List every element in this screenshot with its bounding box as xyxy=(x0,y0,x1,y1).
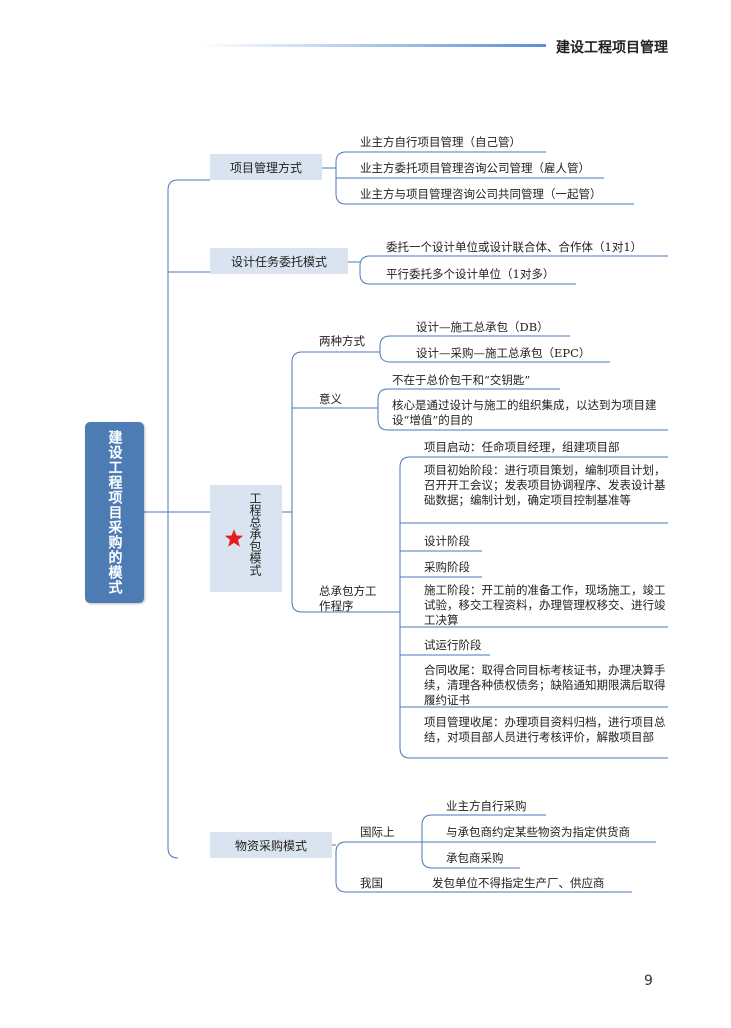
category-material-procurement: 物资采购模式 xyxy=(210,832,332,858)
category-epc-label: 工程总承包模式 xyxy=(248,492,262,576)
two-ways-item-2: 设计—采购—施工总承包（EPC） xyxy=(416,346,591,360)
procedure-item-4: 采购阶段 xyxy=(424,560,470,574)
procedure-item-5: 施工阶段：开工前的准备工作，现场施工，竣工试验，移交工程资料，办理管理权移交、进… xyxy=(424,583,666,627)
mgmt-item-1: 业主方自行项目管理（自己管） xyxy=(360,135,521,149)
procedure-item-3: 设计阶段 xyxy=(424,534,470,548)
procedure-item-1: 项目启动：任命项目经理，组建项目部 xyxy=(424,440,620,454)
root-node: 建设工程项目采购的模式 xyxy=(85,422,144,603)
star-icon xyxy=(224,529,244,547)
epc-meaning-label: 意义 xyxy=(319,392,342,406)
procedure-item-7: 合同收尾：取得合同目标考核证书，办理决算手续，清理各种债权债务；缺陷通知期限满后… xyxy=(424,663,666,707)
category-design-commission: 设计任务委托模式 xyxy=(210,248,348,274)
procurement-domestic-label: 我国 xyxy=(360,876,383,890)
international-item-3: 承包商采购 xyxy=(446,851,504,865)
category-epc xyxy=(210,485,282,592)
header-rule xyxy=(200,44,546,47)
page-header-title: 建设工程项目管理 xyxy=(556,40,668,56)
domestic-item: 发包单位不得指定生产厂、供应商 xyxy=(432,876,605,890)
procedure-item-6: 试运行阶段 xyxy=(424,638,482,652)
epc-procedure-label: 总承包方工作程序 xyxy=(319,584,377,613)
page-number: 9 xyxy=(644,973,653,989)
procedure-item-2: 项目初始阶段：进行项目策划，编制项目计划，召开开工会议；发表项目协调程序、发表设… xyxy=(424,463,666,507)
two-ways-item-1: 设计—施工总承包（DB） xyxy=(416,320,549,334)
epc-two-ways-label: 两种方式 xyxy=(319,334,365,348)
mgmt-item-2: 业主方委托项目管理咨询公司管理（雇人管） xyxy=(360,161,590,175)
procedure-item-8: 项目管理收尾：办理项目资料归档，进行项目总结，对项目部人员进行考核评价，解散项目… xyxy=(424,715,666,744)
meaning-item-2: 核心是通过设计与施工的组织集成，以达到为项目建设“增值”的目的 xyxy=(392,398,657,427)
international-item-1: 业主方自行采购 xyxy=(446,799,527,813)
procurement-international-label: 国际上 xyxy=(360,825,395,839)
design-item-2: 平行委托多个设计单位（1对多） xyxy=(386,267,555,281)
meaning-item-1: 不在于总价包干和“交钥匙” xyxy=(392,373,531,387)
category-project-management: 项目管理方式 xyxy=(210,154,322,180)
mgmt-item-3: 业主方与项目管理咨询公司共同管理（一起管） xyxy=(360,187,602,201)
design-item-1: 委托一个设计单位或设计联合体、合作体（1对1） xyxy=(386,240,643,254)
international-item-2: 与承包商约定某些物资为指定供货商 xyxy=(446,825,630,839)
